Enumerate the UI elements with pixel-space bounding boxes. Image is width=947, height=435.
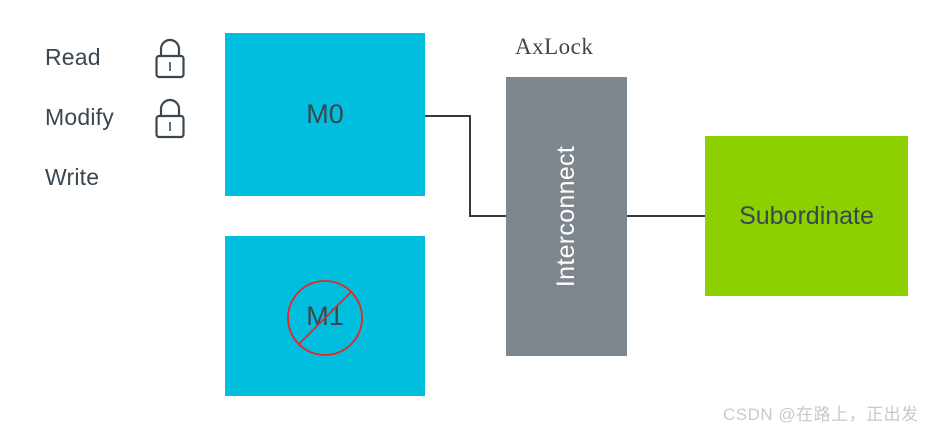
- block-m1[interactable]: M1: [225, 236, 425, 396]
- block-interconnect[interactable]: Interconnect: [506, 77, 627, 356]
- block-m0[interactable]: M0: [225, 33, 425, 196]
- block-m0-label: M0: [306, 99, 344, 129]
- watermark: CSDN @在路上，正出发: [723, 405, 919, 424]
- axlock-caption: AxLock: [515, 34, 594, 59]
- lock-icon: [150, 36, 190, 82]
- block-m1-label: M1: [306, 300, 344, 331]
- legend-label-write: Write: [45, 164, 100, 190]
- block-subordinate[interactable]: Subordinate: [705, 136, 908, 296]
- legend-label-read: Read: [45, 44, 101, 70]
- block-interconnect-label: Interconnect: [552, 145, 580, 288]
- block-subordinate-label: Subordinate: [739, 201, 874, 230]
- legend-label-modify: Modify: [45, 104, 114, 130]
- lock-icon: [150, 96, 190, 142]
